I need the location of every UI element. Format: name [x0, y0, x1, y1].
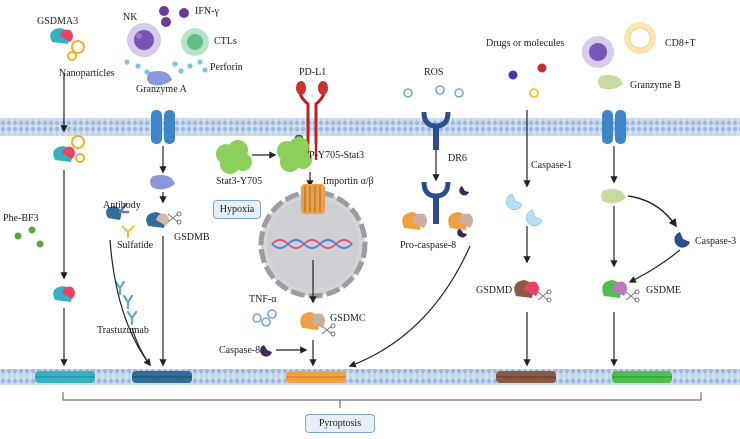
label-gsdma3: GSDMA3: [37, 16, 79, 27]
gsdmd-pore: [496, 371, 556, 383]
antibody-icon: [106, 202, 135, 238]
label-tnf-alpha: TNF-α: [249, 294, 277, 305]
label-cd8t: CD8+T: [665, 38, 696, 49]
granzyme-a-icon: [147, 71, 172, 86]
gsdmc-pore: [286, 371, 346, 383]
caspase3-icon: [674, 232, 690, 248]
label-drugs: Drugs or molecules: [486, 38, 565, 49]
drug-molecules-icon: [508, 63, 547, 98]
gsdma3-icon: [50, 28, 85, 61]
label-gsdmd: GSDMD: [476, 285, 513, 296]
label-ifn-gamma: IFN-γ: [195, 6, 219, 17]
label-ctls: CTLs: [214, 36, 237, 47]
label-caspase3: Caspase-3: [695, 236, 737, 247]
hypoxia-box: Hypoxia: [213, 200, 261, 219]
nucleus-icon: [258, 189, 368, 299]
arrow-procaspase8-to-pore: [348, 245, 471, 368]
cd8t-cell-icon: [624, 22, 656, 54]
label-nanoparticles: Nanoparticles: [59, 68, 115, 79]
arrow-caspase3-to-gsdme: [628, 249, 681, 283]
label-caspase8: Caspase-8: [219, 345, 261, 356]
granzyme-b-inside-icon: [601, 189, 626, 204]
pyroptosis-bracket: [62, 392, 702, 408]
top-membrane: [0, 118, 740, 136]
granzyme-b-icon: [598, 75, 623, 90]
label-perforin: Perforin: [210, 62, 243, 73]
ifn-gamma-icon: [159, 6, 189, 27]
trastuzumab-icon: [114, 280, 138, 326]
label-p-y705-stat3: P-Y705-Stat3: [309, 150, 364, 161]
label-pro-caspase8: Pro-caspase-8: [400, 240, 457, 251]
gsdma3-cleaved-icon: [53, 286, 75, 302]
importin-channel-icon: [301, 184, 325, 214]
pyroptosis-box: Pyroptosis: [305, 414, 375, 433]
granzyme-b-channel: [602, 110, 626, 144]
gsdmb-icon: [146, 211, 182, 228]
caspase1-icon: [506, 193, 543, 226]
gsdmd-icon: [514, 280, 552, 303]
caspase8-small-icon: [260, 345, 272, 357]
label-gsdmb: GSDMB: [174, 232, 210, 243]
ctl-cell-icon: [181, 28, 209, 56]
gsdmb-pore: [132, 371, 192, 383]
label-granzyme-b: Granzyme B: [630, 80, 681, 91]
granzyme-a-channel: [151, 110, 175, 144]
label-pdl1: PD-L1: [299, 67, 327, 78]
label-stat3-y705: Stat3-Y705: [216, 176, 263, 187]
perforin-icon: [124, 59, 208, 75]
label-importin: Importin α/β: [323, 176, 374, 187]
gsdme-icon: [602, 280, 640, 303]
phe-bf3-molecules-icon: [14, 226, 44, 248]
gsdmc-icon: [300, 312, 336, 337]
label-sulfatide: Sulfatide: [117, 240, 154, 251]
arrow-antibody-to-pore: [109, 239, 151, 367]
label-phe-bf3: Phe-BF3: [3, 213, 39, 224]
label-dr6: DR6: [448, 153, 467, 164]
stat3-y705-icon: [216, 140, 252, 174]
nk-cell-icon: [127, 23, 161, 57]
pro-caspase8-left-icon: [402, 212, 427, 230]
gsdma3-nanoparticle-complex-icon: [53, 135, 85, 163]
label-nk: NK: [123, 12, 138, 23]
arrow-granzyme-to-caspase3: [627, 195, 677, 228]
gsdme-pore: [612, 371, 672, 383]
label-antibody: Antibody: [103, 200, 141, 211]
dr6-receptor-icon: [421, 111, 451, 150]
label-ros: ROS: [424, 67, 444, 78]
label-gsdmc: GSDMC: [330, 313, 366, 324]
label-trastuzumab: Trastuzumab: [97, 325, 149, 336]
pro-caspase8-right-icon: [448, 212, 473, 230]
label-granzyme-a: Granzyme A: [136, 84, 187, 95]
cd8t-small-cell-icon: [582, 36, 614, 68]
tnf-alpha-icon: [252, 309, 277, 327]
arrow-trastuzumab-to-pore: [131, 327, 151, 367]
label-caspase1: Caspase-1: [531, 160, 573, 171]
gsdma3-pore: [35, 371, 95, 383]
ros-icon: [403, 85, 464, 98]
granzyme-a-inside-icon: [150, 175, 175, 190]
label-gsdme: GSDME: [646, 285, 682, 296]
p-y705-stat3-icon: [277, 137, 312, 172]
dr6-complex-icon: [421, 181, 469, 238]
